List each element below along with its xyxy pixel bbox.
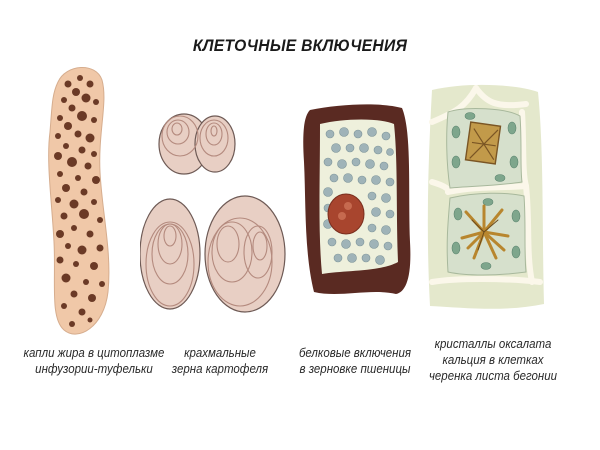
caption-line: зерна картофеля: [171, 362, 269, 376]
fat-droplets: [54, 75, 105, 327]
caption-starch-grains: крахмальные зерна картофеля: [165, 345, 275, 377]
diagram-title: КЛЕТОЧНЫЕ ВКЛЮЧЕНИЯ: [192, 36, 408, 55]
caption-oxalate-crystals: кристаллы оксалата кальция в клетках чер…: [424, 336, 562, 384]
caption-line: белковые включения: [298, 346, 412, 360]
caption-line: черенка листа бегонии: [428, 369, 558, 383]
caption-line: капли жира в цитоплазме: [23, 346, 165, 360]
caption-line: в зерновке пшеницы: [299, 362, 411, 376]
protein-grains: [323, 127, 395, 265]
caption-line: крахмальные: [184, 346, 256, 360]
caption-line: кальция в клетках: [442, 353, 544, 367]
nucleus: [327, 193, 365, 235]
caption-line: кристаллы оксалата: [434, 337, 552, 351]
caption-line: инфузории-туфельки: [35, 362, 153, 376]
paramecium-illustration: [38, 62, 118, 342]
chloroplasts: [451, 112, 521, 270]
begonia-cells-illustration: [426, 82, 546, 312]
starch-grains-illustration: [140, 104, 290, 334]
wheat-cell-illustration: [300, 102, 415, 298]
caption-fat-droplets: капли жира в цитоплазме инфузории-туфель…: [11, 345, 177, 377]
caption-protein-inclusions: белковые включения в зерновке пшеницы: [295, 345, 415, 377]
rhombic-crystal: [464, 121, 502, 165]
